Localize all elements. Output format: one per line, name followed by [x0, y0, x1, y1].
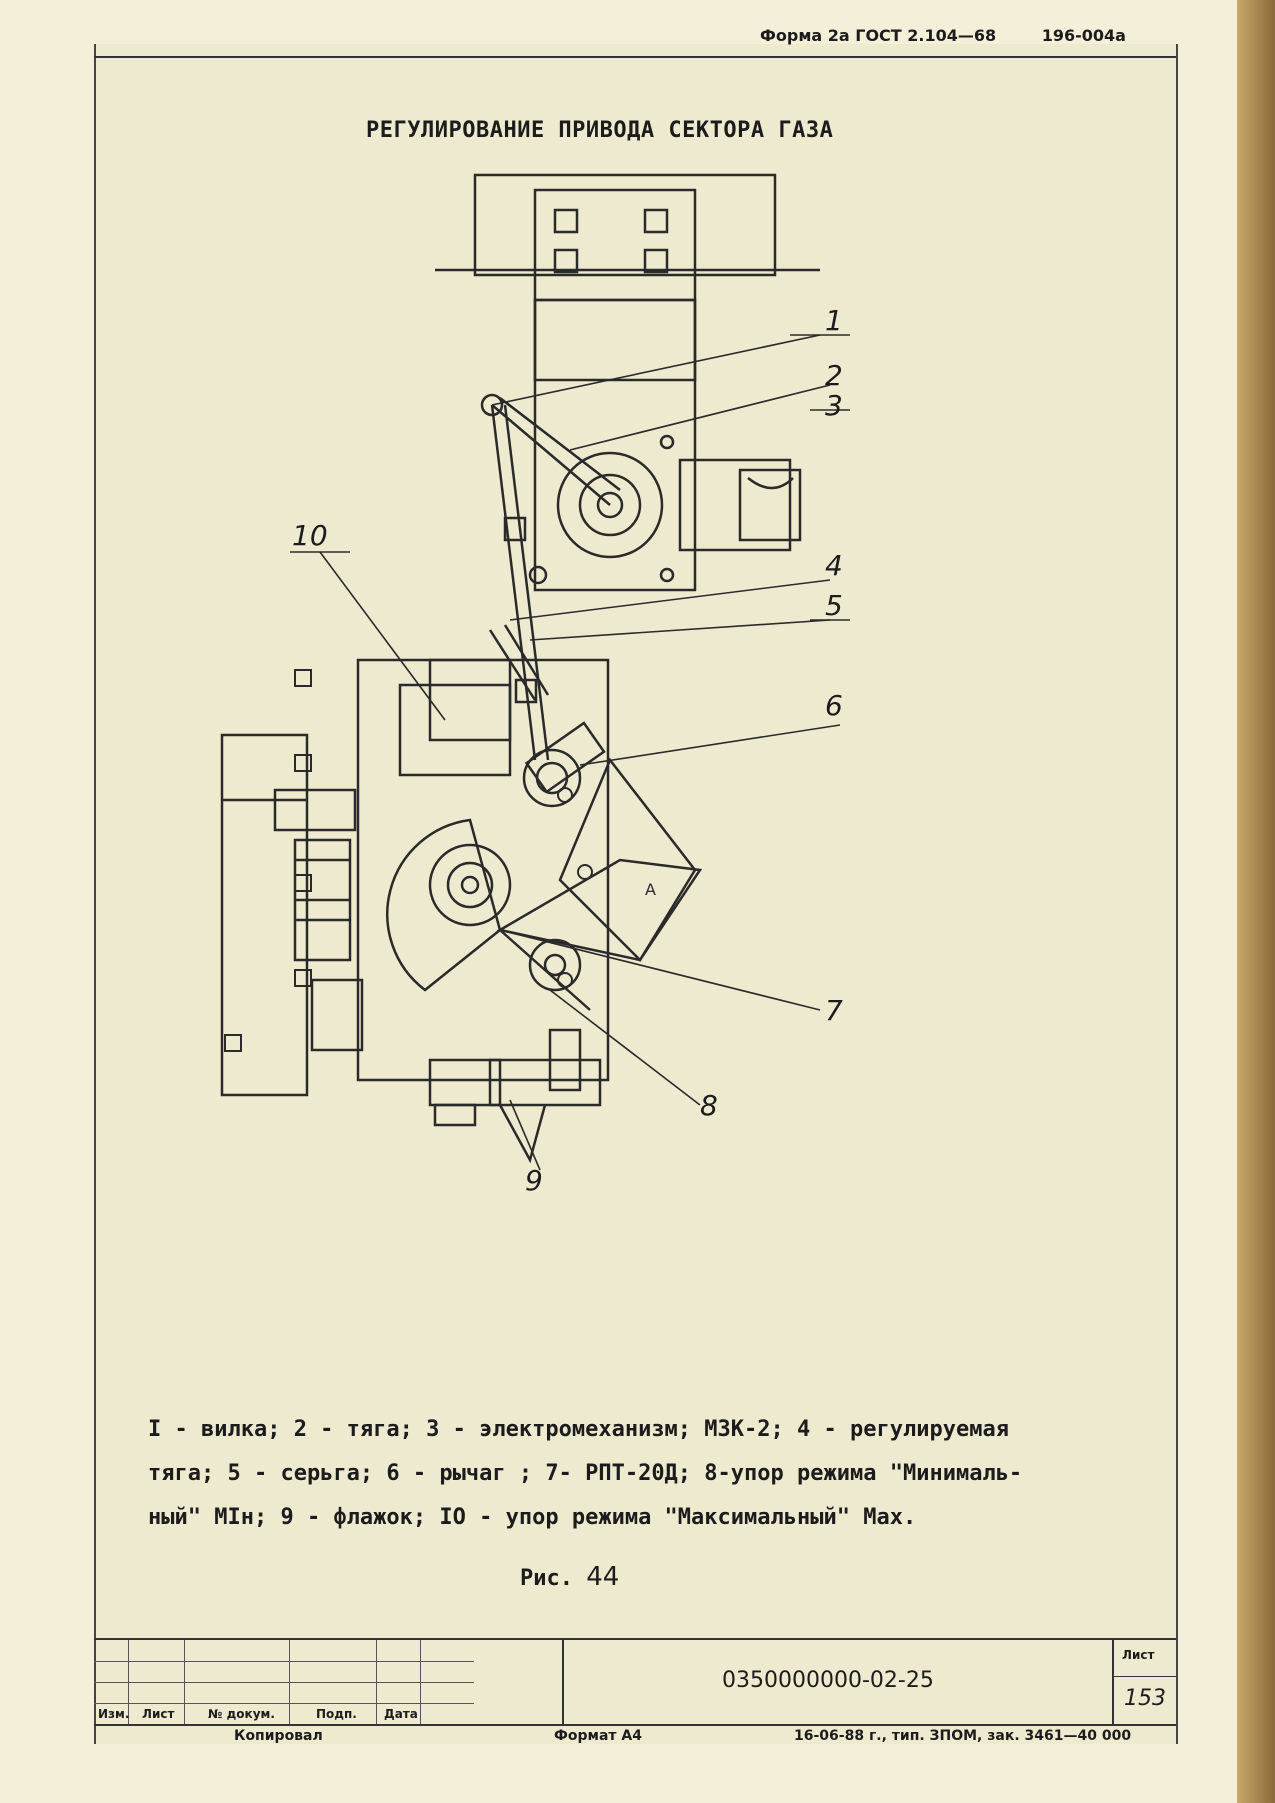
sheet-box: Лист 153: [1112, 1640, 1176, 1724]
document-sheet: [94, 44, 1178, 1744]
col-izm: Изм.: [98, 1707, 130, 1721]
form-standard: Форма 2а ГОСТ 2.104—68: [760, 26, 997, 45]
callout-1: 1: [825, 304, 843, 337]
sheet-label: Лист: [1122, 1648, 1155, 1662]
caption-line-2: тяга; 5 - серьга; 6 - рычаг ; 7- РПТ-20Д…: [148, 1461, 1023, 1486]
page-edge-shadow: [1237, 0, 1275, 1803]
footer-format: Формат А4: [554, 1728, 642, 1744]
callout-3: 3: [825, 389, 843, 422]
caption-line-1: I - вилка; 2 - тяга; 3 - электромеханизм…: [148, 1417, 1009, 1442]
throttle-drive-drawing: A: [220, 173, 850, 1197]
footer-print: 16-06-88 г., тип. ЗПОМ, зак. 3461—40 000: [794, 1728, 1132, 1744]
col-list: Лист: [142, 1707, 175, 1721]
col-doc: № докум.: [208, 1707, 275, 1721]
callout-4: 4: [825, 549, 843, 582]
form-header: Форма 2а ГОСТ 2.104—68 196-004а: [760, 26, 1126, 45]
top-border-line: [94, 56, 1176, 58]
callout-5: 5: [825, 589, 843, 622]
callout-9: 9: [525, 1164, 543, 1197]
sheet-number: 153: [1124, 1686, 1166, 1711]
callout-10: 10: [292, 519, 328, 552]
form-code: 196-004а: [1041, 26, 1126, 45]
document-code: 0350000000-02-25: [722, 1668, 934, 1693]
page-title: РЕГУЛИРОВАНИЕ ПРИВОДА СЕКТОРА ГАЗА: [366, 118, 834, 143]
col-date: Дата: [384, 1707, 418, 1721]
footer-copied: Копировал: [234, 1728, 323, 1744]
title-block-divider: [562, 1640, 564, 1724]
col-sign: Подп.: [316, 1707, 357, 1721]
svg-text:A: A: [645, 880, 656, 899]
callout-8: 8: [700, 1089, 718, 1122]
callout-6: 6: [825, 689, 843, 722]
callout-2: 2: [825, 359, 843, 392]
figure-label: Рис. 44: [520, 1562, 619, 1592]
figure-prefix: Рис.: [520, 1566, 573, 1591]
figure-number: 44: [586, 1562, 620, 1592]
revision-grid: Изм. Лист № докум. Подп. Дата: [94, 1640, 474, 1724]
callout-7: 7: [825, 994, 843, 1027]
figure-caption: I - вилка; 2 - тяга; 3 - электромеханизм…: [148, 1408, 1158, 1540]
caption-line-3: ный" МIн; 9 - флажок; IО - упор режима "…: [148, 1505, 917, 1530]
title-block: Изм. Лист № докум. Подп. Дата 0350000000…: [94, 1638, 1176, 1726]
